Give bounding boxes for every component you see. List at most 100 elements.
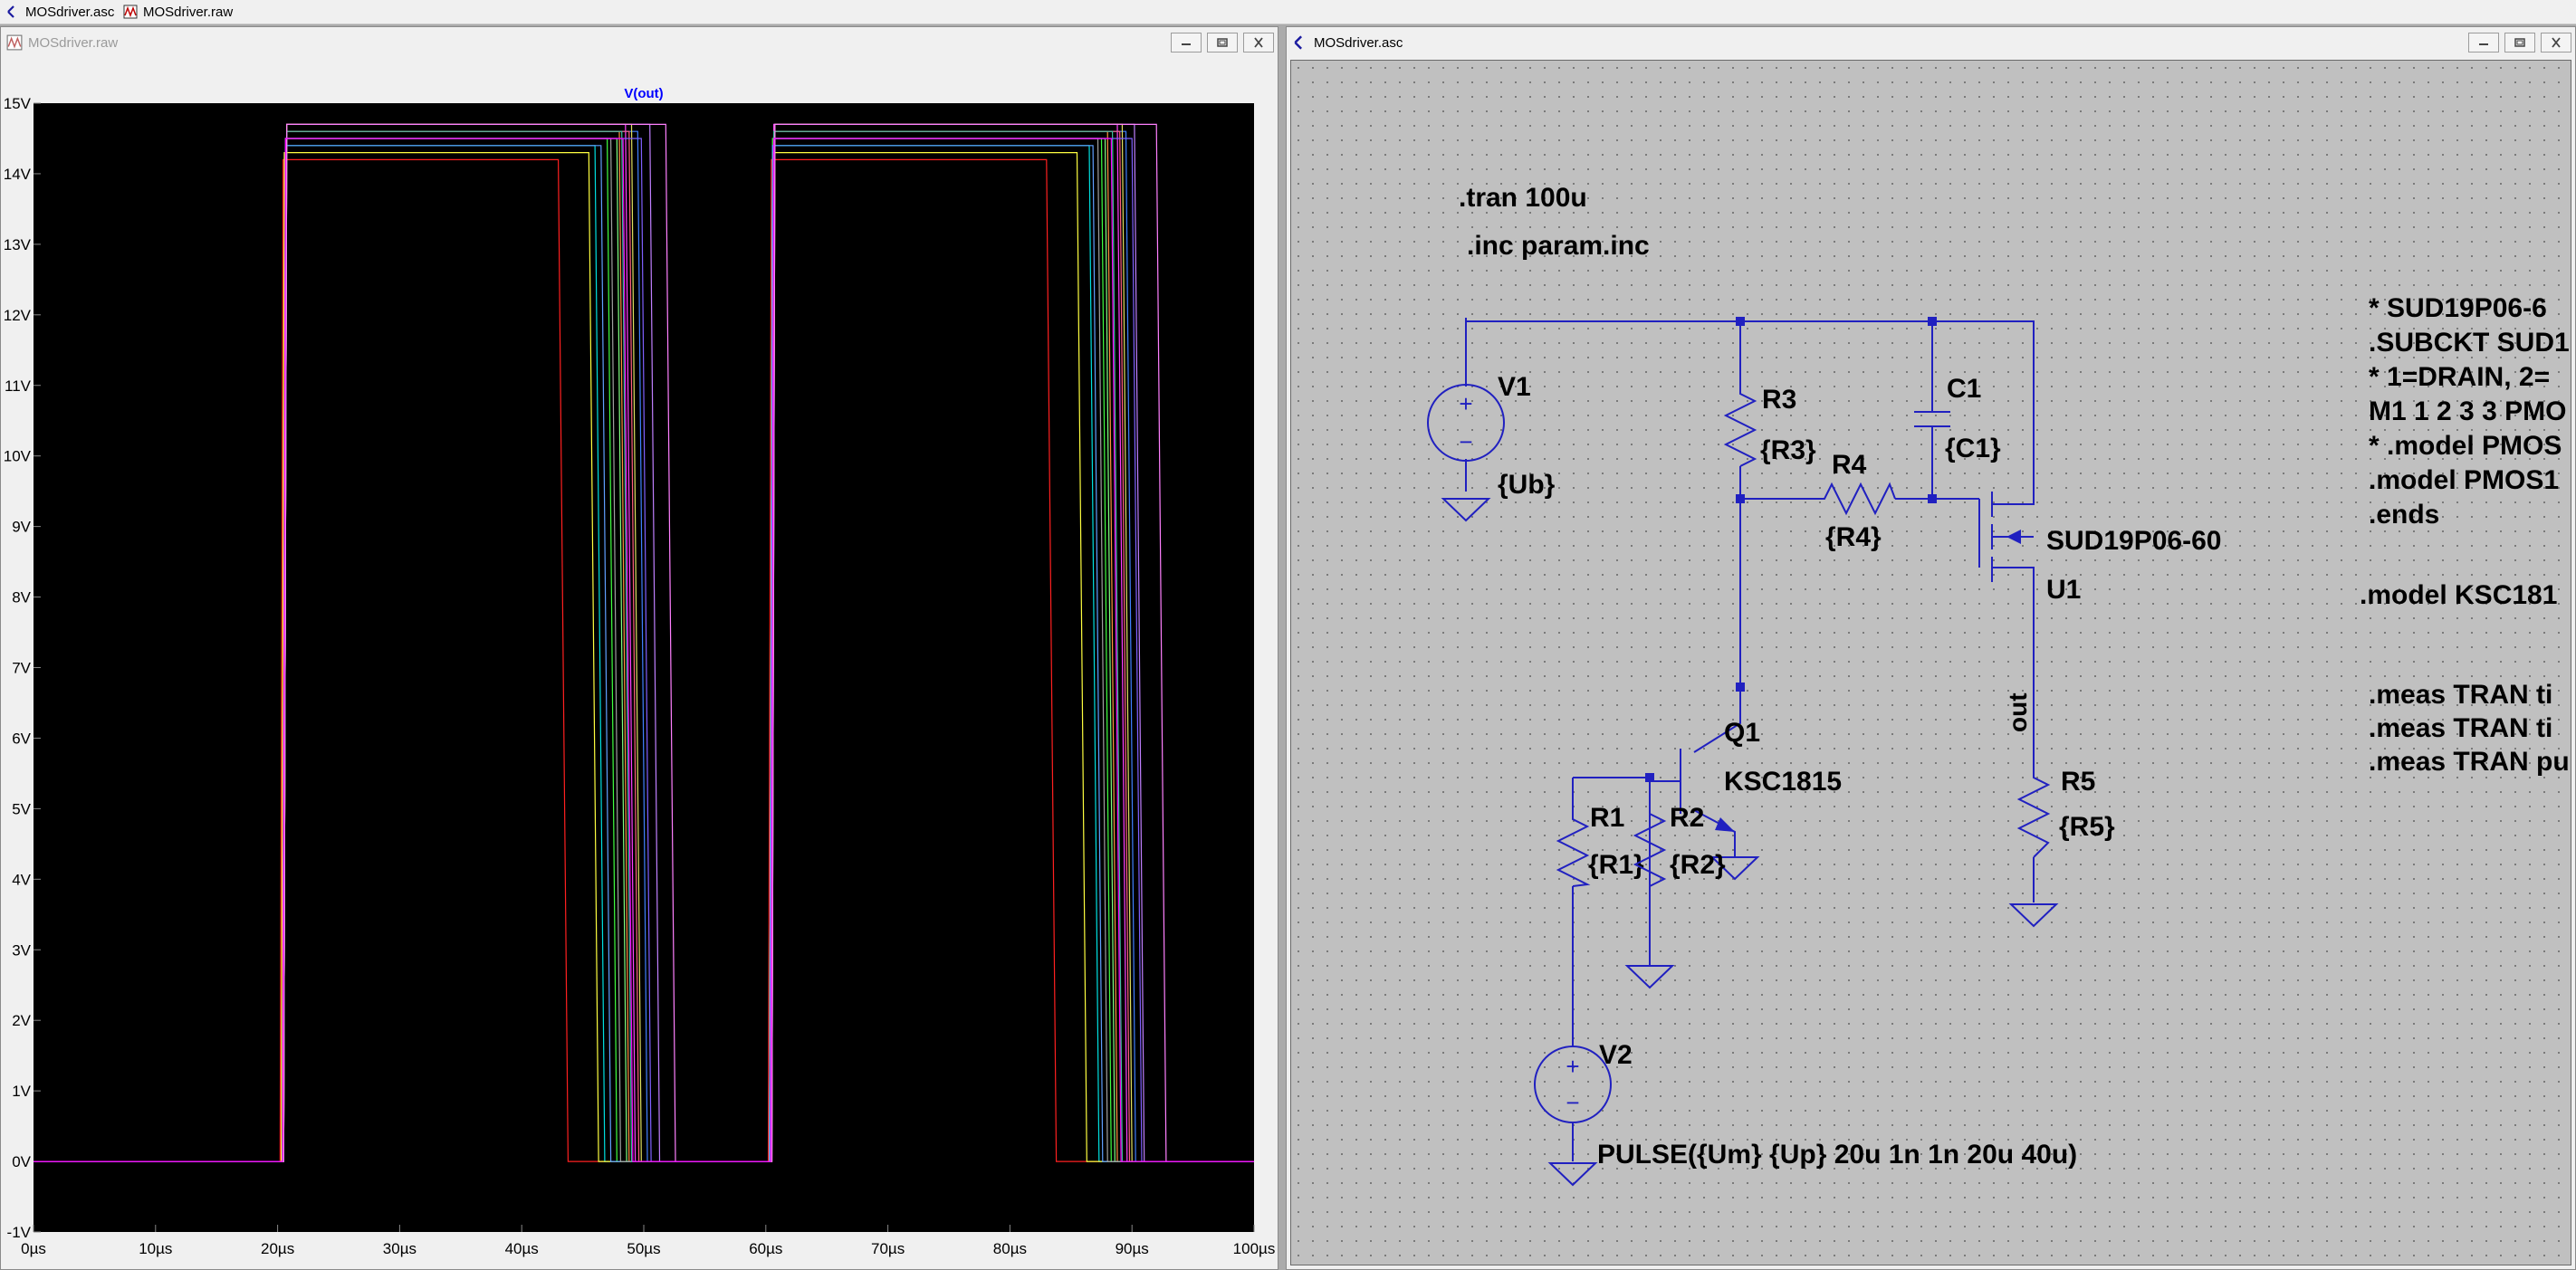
close-icon	[1254, 37, 1263, 48]
v1-name: V1	[1498, 372, 1531, 402]
x-tick-label: 40µs	[505, 1240, 539, 1257]
ground-symbol	[2008, 903, 2059, 928]
ground-symbol	[1441, 498, 1491, 522]
capacitor-c1[interactable]: C1 {C1}	[1914, 374, 2001, 463]
x-tick-label: 0µs	[21, 1240, 46, 1257]
ground-symbol	[1709, 856, 1760, 881]
resistor-r1[interactable]: R1 {R1}	[1556, 803, 1644, 887]
spice-line: * SUD19P06-6	[2369, 293, 2547, 323]
window-title: MOSdriver.asc	[1314, 34, 1403, 51]
minimize-button[interactable]	[2468, 33, 2499, 53]
grid-dots	[1291, 61, 2571, 1265]
transistor-q1[interactable]: Q1 KSC1815	[1680, 718, 1842, 832]
meas-line: .meas TRAN ti	[2369, 713, 2552, 743]
y-tick-label: 0V	[12, 1153, 31, 1170]
waveform-window-titlebar[interactable]: MOSdriver.raw	[1, 27, 1278, 58]
waveform-icon	[6, 34, 23, 51]
schematic-window: MOSdriver.asc .tran 100u .inc param.inc	[1286, 26, 2576, 1270]
voltage-source-v2[interactable]: + − V2 PULSE({Um} {Up} 20u 1n 1n 20u 40u…	[1534, 1040, 2077, 1170]
y-tick-label: 11V	[5, 377, 32, 395]
spice-line: .ends	[2369, 500, 2439, 530]
minimize-button[interactable]	[1171, 33, 1202, 53]
schematic-icon	[1294, 35, 1303, 50]
restore-icon	[2514, 38, 2525, 47]
resistor-r4[interactable]: R4 {R4}	[1814, 450, 1896, 552]
schematic-icon	[7, 5, 14, 18]
r4-name: R4	[1832, 450, 1867, 480]
restore-icon	[1217, 38, 1228, 47]
spice-line: * .model PMOS	[2369, 431, 2562, 461]
r3-name: R3	[1762, 385, 1796, 415]
model-directive[interactable]: .model KSC181	[2360, 580, 2557, 610]
x-tick-label: 80µs	[993, 1240, 1027, 1257]
resistor-r5[interactable]: R5 {R5}	[2016, 767, 2115, 858]
schematic-drawing[interactable]: .tran 100u .inc param.inc * SUD19P06-6 .…	[1291, 61, 2571, 1265]
r2-value: {R2}	[1670, 850, 1726, 880]
restore-button[interactable]	[1207, 33, 1238, 53]
tab-schematic[interactable]: MOSdriver.asc	[0, 0, 120, 24]
x-tick-label: 20µs	[261, 1240, 294, 1257]
spice-line: .SUBCKT SUD1	[2369, 328, 2570, 358]
ground-symbol	[1624, 965, 1675, 989]
q1-name: Q1	[1724, 718, 1760, 748]
trace-run	[34, 138, 1254, 1162]
window-title: MOSdriver.raw	[28, 34, 119, 51]
traces	[34, 123, 1254, 1162]
c1-value: {C1}	[1945, 434, 2001, 463]
net-label-out[interactable]: out	[2004, 692, 2032, 732]
close-button[interactable]	[1243, 33, 1274, 53]
y-tick-label: 1V	[12, 1083, 31, 1100]
r4-value: {R4}	[1825, 522, 1882, 552]
x-tick-label: 50µs	[627, 1240, 660, 1257]
ground-symbol	[1547, 1162, 1598, 1187]
svg-text:−: −	[1566, 1089, 1579, 1116]
x-tick-label: 70µs	[871, 1240, 905, 1257]
r2-name: R2	[1670, 803, 1704, 833]
mosfet-u1[interactable]: SUD19P06-60 U1	[1978, 492, 2221, 605]
r1-name: R1	[1590, 803, 1624, 833]
trace-label[interactable]: V(out)	[624, 86, 663, 101]
r5-name: R5	[2061, 767, 2095, 797]
close-icon	[2552, 37, 2561, 48]
tran-directive[interactable]: .tran 100u	[1459, 183, 1587, 213]
svg-text:−: −	[1459, 428, 1472, 455]
close-button[interactable]	[2541, 33, 2571, 53]
v2-name: V2	[1599, 1040, 1633, 1070]
document-tab-strip: MOSdriver.asc MOSdriver.raw	[0, 0, 2576, 24]
window-controls	[1171, 33, 1274, 53]
svg-text:+: +	[1459, 390, 1472, 417]
schematic-canvas[interactable]: .tran 100u .inc param.inc * SUD19P06-6 .…	[1290, 60, 2571, 1265]
y-tick-label: 4V	[12, 871, 31, 888]
spice-line: .model PMOS1	[2369, 465, 2559, 495]
y-tick-label: 10V	[5, 448, 32, 465]
restore-button[interactable]	[2504, 33, 2535, 53]
resistor-r3[interactable]: R3 {R3}	[1723, 383, 1816, 467]
svg-text:+: +	[1566, 1053, 1579, 1080]
tab-waveform[interactable]: MOSdriver.raw	[118, 0, 238, 24]
tab-label: MOSdriver.raw	[143, 4, 234, 20]
waveform-plot[interactable]: V(out) -1V0V1V2V3V4V5V6V7V8V9V10V11V12V1…	[5, 60, 1276, 1267]
u1-name: U1	[2046, 575, 2081, 605]
meas-line: .meas TRAN pu	[2369, 747, 2570, 777]
y-tick-label: 12V	[5, 307, 32, 324]
x-tick-label: 100µs	[1233, 1240, 1276, 1257]
spice-text-block[interactable]: * SUD19P06-6 .SUBCKT SUD1 * 1=DRAIN, 2= …	[2369, 293, 2570, 530]
y-tick-label: 8V	[12, 589, 31, 606]
y-tick-label: 9V	[12, 519, 31, 536]
waveform-icon	[123, 5, 138, 19]
schematic-window-titlebar[interactable]: MOSdriver.asc	[1287, 27, 2575, 58]
spice-line: * 1=DRAIN, 2=	[2369, 362, 2550, 392]
meas-directives[interactable]: .meas TRAN ti .meas TRAN ti .meas TRAN p…	[2369, 680, 2570, 777]
voltage-source-v1[interactable]: + − V1 {Ub}	[1427, 372, 1556, 500]
meas-line: .meas TRAN ti	[2369, 680, 2552, 710]
q1-value: KSC1815	[1724, 767, 1842, 797]
resistor-r2[interactable]: R2 {R2}	[1633, 803, 1726, 887]
junction-dots	[1645, 317, 1937, 782]
minimize-icon	[2479, 43, 2488, 45]
y-tick-label: -1V	[7, 1224, 32, 1241]
x-tick-label: 10µs	[139, 1240, 172, 1257]
inc-directive[interactable]: .inc param.inc	[1467, 231, 1650, 261]
minimize-icon	[1182, 43, 1191, 45]
